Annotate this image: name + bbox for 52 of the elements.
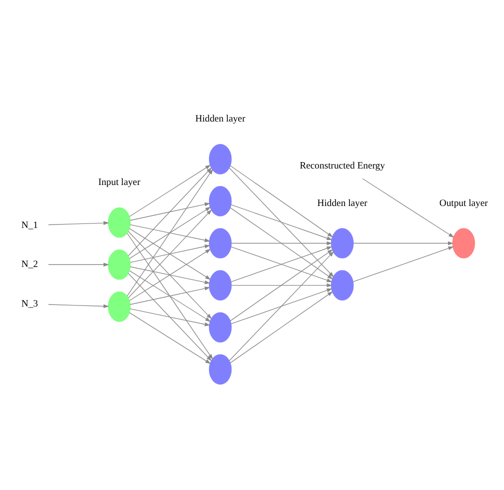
arrow [129, 228, 211, 280]
arrow [129, 270, 211, 322]
arrow [362, 178, 454, 238]
arrow [352, 246, 454, 282]
arrow [130, 224, 210, 242]
arrow [228, 166, 334, 277]
arrow [230, 248, 334, 321]
node-circle [208, 270, 232, 300]
node-circle [208, 186, 232, 216]
node-text: N_2 [21, 258, 38, 270]
arrow [48, 220, 110, 225]
arrow [128, 166, 212, 256]
arrow [128, 208, 212, 298]
arrow [128, 272, 212, 361]
label: Hidden layer [195, 113, 246, 124]
arrow [230, 206, 334, 279]
label: Hidden layer [317, 197, 368, 208]
arrow [231, 240, 332, 245]
arrow [48, 304, 110, 308]
arrow [129, 248, 211, 300]
node-circle [208, 312, 232, 342]
arrow [130, 202, 210, 220]
arrow [230, 288, 332, 324]
node-text: N_1 [21, 219, 38, 230]
arrow [231, 282, 332, 287]
arrow [130, 286, 210, 304]
node-circle [452, 228, 476, 258]
arrow [230, 204, 332, 240]
arrow [130, 244, 210, 262]
node-circle [208, 228, 232, 258]
node-circle [330, 270, 354, 300]
arrow [353, 240, 454, 245]
arrow [129, 164, 211, 216]
arrow [230, 164, 334, 237]
label: Input layer [98, 176, 140, 188]
arrow [126, 232, 213, 360]
arrow [128, 230, 212, 319]
arrow [230, 290, 334, 363]
label: Output layer [439, 197, 488, 208]
node-text: N_3 [21, 298, 38, 309]
arrow [129, 206, 211, 258]
arrow [126, 168, 214, 296]
arrow [130, 308, 210, 326]
node-circle [330, 228, 354, 258]
node-text: Reconstructed Energy [300, 160, 385, 172]
arrow [129, 312, 211, 364]
node-circle [108, 248, 131, 280]
node-circle [108, 206, 131, 238]
arrow [130, 266, 210, 284]
node-circle [108, 291, 131, 322]
arrow [228, 250, 334, 361]
arrow [48, 262, 110, 266]
